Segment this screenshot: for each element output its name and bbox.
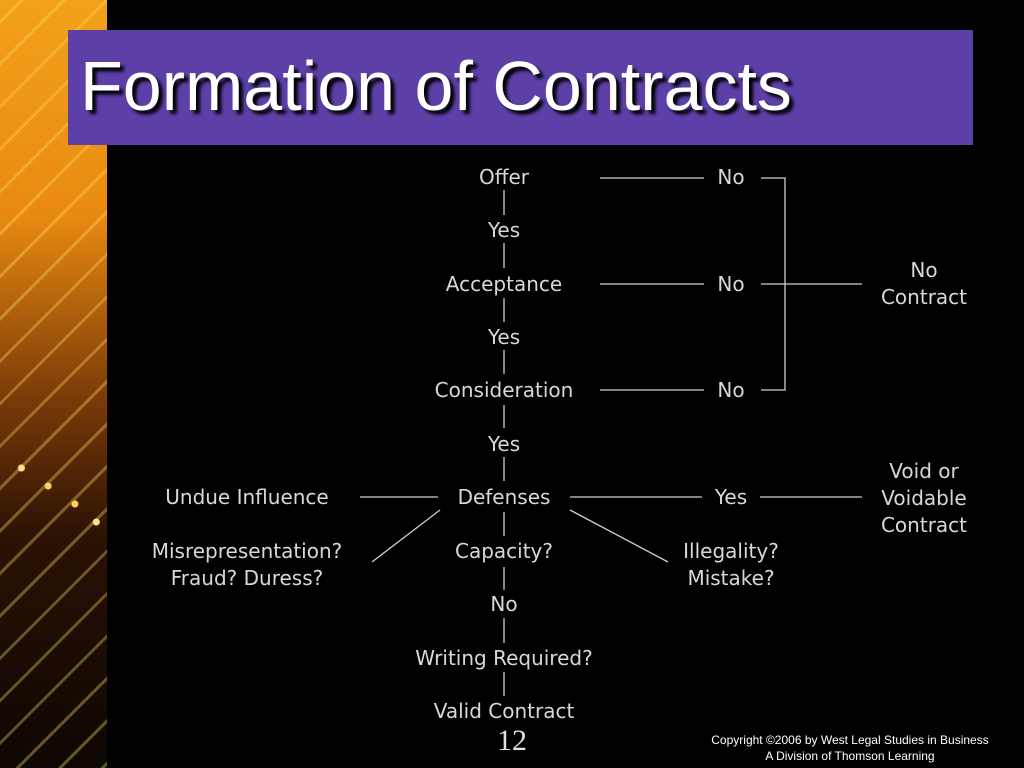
result-void-line3: Contract (881, 513, 967, 537)
node-yes-2: Yes (487, 325, 520, 349)
node-no-after-defenses: No (490, 592, 517, 616)
connector-defenses-illegality (569, 509, 669, 563)
node-defenses-yes: Yes (714, 485, 747, 509)
node-yes-3: Yes (487, 432, 520, 456)
node-writing-required: Writing Required? (415, 646, 592, 670)
node-misrepresentation: Misrepresentation? (152, 539, 343, 563)
result-void-line2: Voidable (881, 486, 966, 510)
node-capacity: Capacity? (455, 539, 553, 563)
node-valid-contract: Valid Contract (434, 699, 575, 723)
slide-title: Formation of Contracts (80, 47, 792, 125)
node-mistake: Mistake? (687, 566, 774, 590)
result-no-contract-line2: Contract (881, 285, 967, 309)
node-no-consideration: No (717, 378, 744, 402)
bridge-lights-decoration (0, 420, 107, 540)
node-consideration: Consideration (435, 378, 574, 402)
node-fraud-duress: Fraud? Duress? (171, 566, 324, 590)
copyright-notice: Copyright ©2006 by West Legal Studies in… (690, 732, 1010, 764)
title-bar: Formation of Contracts (68, 30, 973, 145)
node-offer: Offer (479, 165, 530, 189)
node-undue-influence: Undue Influence (165, 485, 328, 509)
result-no-contract-line1: No (910, 258, 937, 282)
node-illegality: Illegality? (683, 539, 779, 563)
connector-defenses-misrep (371, 509, 441, 563)
page-number: 12 (497, 724, 527, 757)
node-no-acceptance: No (717, 272, 744, 296)
copyright-line-2: A Division of Thomson Learning (765, 749, 935, 763)
copyright-line-1: Copyright ©2006 by West Legal Studies in… (711, 733, 989, 747)
node-defenses: Defenses (458, 485, 551, 509)
node-acceptance: Acceptance (446, 272, 562, 296)
result-void-line1: Void or (889, 459, 959, 483)
node-yes-1: Yes (487, 218, 520, 242)
node-no-offer: No (717, 165, 744, 189)
